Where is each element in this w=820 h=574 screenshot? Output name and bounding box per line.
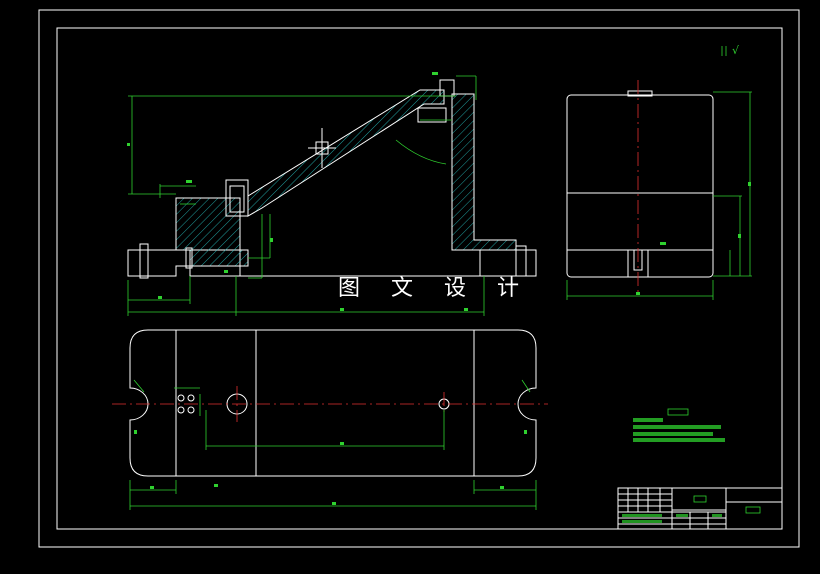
front-view-dimensions: [127, 72, 485, 316]
outer-frame: [38, 9, 800, 548]
top-view: [112, 329, 548, 477]
technical-notes: [633, 408, 725, 442]
watermark-text: 图 文 设 计: [338, 276, 531, 301]
title-block: [617, 487, 783, 530]
roughness-symbol: √: [732, 44, 740, 57]
top-view-dimensions: [129, 379, 537, 510]
inner-frame: [56, 27, 783, 530]
front-view: [127, 79, 537, 279]
side-view: [566, 80, 752, 300]
